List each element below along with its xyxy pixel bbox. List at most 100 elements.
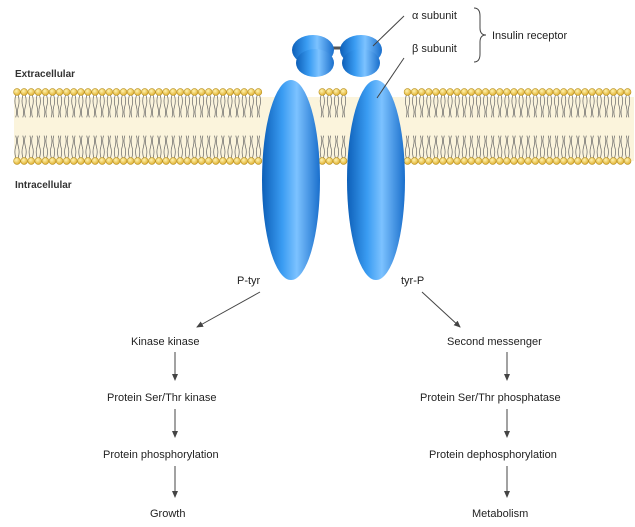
lipid-head xyxy=(49,89,56,96)
lipid-head xyxy=(21,158,28,165)
lipid-head xyxy=(319,89,326,96)
lipid-head xyxy=(63,89,70,96)
lipid-head xyxy=(326,158,333,165)
lipid-head xyxy=(255,89,262,96)
lipid-head xyxy=(525,158,532,165)
left-step-4: Growth xyxy=(150,508,185,520)
lipid-head xyxy=(234,158,241,165)
lipid-head xyxy=(191,89,198,96)
lipid-head xyxy=(433,158,440,165)
lipid-head xyxy=(539,158,546,165)
lipid-head xyxy=(212,89,219,96)
lipid-head xyxy=(560,158,567,165)
lipid-head xyxy=(255,158,262,165)
lipid-head xyxy=(433,89,440,96)
lipid-head xyxy=(234,89,241,96)
lipid-head xyxy=(440,158,447,165)
lipid-head xyxy=(539,89,546,96)
lipid-head xyxy=(149,158,156,165)
lipid-head xyxy=(28,89,35,96)
lipid-head xyxy=(99,89,106,96)
lipid-head xyxy=(504,89,511,96)
receptor-brace xyxy=(474,8,486,62)
alpha-subunit-left-lower xyxy=(296,49,334,77)
left-step-1: Kinase kinase xyxy=(131,336,200,348)
lipid-head xyxy=(35,158,42,165)
lipid-head xyxy=(184,89,191,96)
lipid-head xyxy=(404,89,411,96)
lipid-head xyxy=(440,89,447,96)
lipid-head xyxy=(198,89,205,96)
lipid-head xyxy=(475,89,482,96)
lipid-head xyxy=(532,158,539,165)
lipid-head xyxy=(191,158,198,165)
lipid-head xyxy=(340,158,347,165)
lipid-head xyxy=(425,89,432,96)
lipid-head xyxy=(163,158,170,165)
insulin-receptor-label: Insulin receptor xyxy=(492,30,568,42)
lipid-head xyxy=(70,158,77,165)
lipid-head xyxy=(78,158,85,165)
lipid-head xyxy=(85,158,92,165)
lipid-head xyxy=(78,89,85,96)
lipid-head xyxy=(624,158,631,165)
lipid-head xyxy=(70,89,77,96)
lipid-head xyxy=(149,89,156,96)
lipid-head xyxy=(56,89,63,96)
lipid-head xyxy=(411,158,418,165)
lipid-head xyxy=(475,158,482,165)
lipid-head xyxy=(220,89,227,96)
lipid-head xyxy=(85,89,92,96)
lipid-head xyxy=(575,89,582,96)
lipid-head xyxy=(227,158,234,165)
lipid-head xyxy=(518,158,525,165)
alpha-pointer xyxy=(373,16,404,46)
lipid-head xyxy=(56,158,63,165)
lipid-head xyxy=(113,158,120,165)
lipid-head xyxy=(333,158,340,165)
lipid-head xyxy=(49,158,56,165)
lipid-head xyxy=(603,158,610,165)
lipid-head xyxy=(92,158,99,165)
left-step-3: Protein phosphorylation xyxy=(103,449,219,461)
lipid-head xyxy=(326,89,333,96)
lipid-head xyxy=(489,158,496,165)
lipid-head xyxy=(177,89,184,96)
right-step-2: Protein Ser/Thr phosphatase xyxy=(420,392,561,404)
lipid-head xyxy=(241,158,248,165)
receptor-labels: α subunit β subunit Insulin receptor xyxy=(373,8,568,98)
lipid-head xyxy=(170,158,177,165)
lipid-head xyxy=(610,158,617,165)
lipid-head xyxy=(163,89,170,96)
lipid-head xyxy=(589,158,596,165)
lipid-head xyxy=(546,89,553,96)
lipid-head xyxy=(120,158,127,165)
lipid-head xyxy=(482,158,489,165)
lipid-head xyxy=(504,158,511,165)
beta-subunit-label: β subunit xyxy=(412,43,457,55)
lipid-head xyxy=(546,158,553,165)
lipid-head xyxy=(567,89,574,96)
left-step-2: Protein Ser/Thr kinase xyxy=(107,392,216,404)
lipid-head xyxy=(134,158,141,165)
lipid-head xyxy=(610,89,617,96)
intracellular-label: Intracellular xyxy=(15,180,72,191)
right-step-1: Second messenger xyxy=(447,336,542,348)
lipid-head xyxy=(532,89,539,96)
right-step-3: Protein dephosphorylation xyxy=(429,449,557,461)
lipid-head xyxy=(511,158,518,165)
lipid-head xyxy=(248,89,255,96)
lipid-head xyxy=(582,158,589,165)
beta-subunit-right xyxy=(347,80,405,280)
right-pathway: Second messenger Protein Ser/Thr phospha… xyxy=(420,292,561,520)
lipid-head xyxy=(489,89,496,96)
lipid-head xyxy=(14,89,21,96)
cell-membrane xyxy=(14,89,634,165)
lipid-head xyxy=(482,89,489,96)
lipid-head xyxy=(99,158,106,165)
lipid-head xyxy=(156,158,163,165)
lipid-head xyxy=(560,89,567,96)
left-pathway: Kinase kinase Protein Ser/Thr kinase Pro… xyxy=(103,292,260,520)
lipid-head xyxy=(447,89,454,96)
lipid-head xyxy=(411,89,418,96)
